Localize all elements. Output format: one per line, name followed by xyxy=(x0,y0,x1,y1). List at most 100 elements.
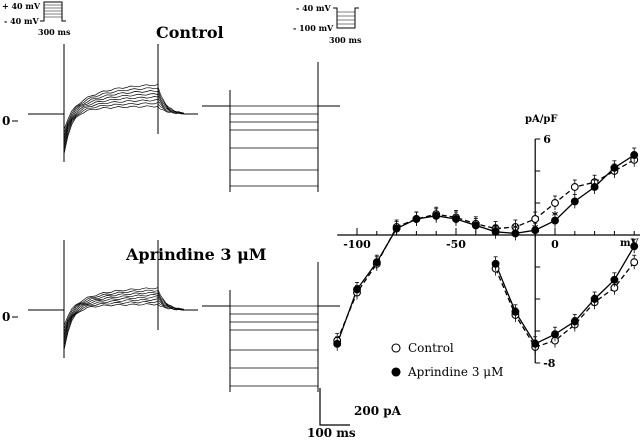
iv-legend-label: Control xyxy=(408,341,454,355)
current-trace xyxy=(63,291,159,333)
iv-point-aprindine xyxy=(511,307,520,316)
iv-point-aprindine xyxy=(570,317,579,326)
scale-bar-current: 200 pA xyxy=(354,404,402,418)
current-trace xyxy=(63,300,159,347)
iv-point-aprindine xyxy=(491,227,500,236)
current-trace xyxy=(63,289,159,330)
iv-series-lines xyxy=(336,154,635,348)
iv-point-aprindine xyxy=(353,285,361,294)
iv-series-line xyxy=(336,159,635,341)
current-trace xyxy=(63,303,159,351)
current-trace xyxy=(63,90,159,137)
tail-current-trace xyxy=(157,92,185,114)
iv-point-aprindine xyxy=(333,339,342,348)
aprindine-panel-title: Aprindine 3 μM xyxy=(125,245,267,264)
protocol-depol-outline xyxy=(40,1,66,22)
iv-y-tick-label: -8 xyxy=(543,357,556,370)
iv-point-aprindine xyxy=(551,216,559,225)
iv-point-control xyxy=(531,215,540,223)
iv-point-aprindine xyxy=(452,215,460,223)
iv-point-aprindine xyxy=(531,226,540,235)
iv-x-tick-label: -100 xyxy=(343,238,371,251)
protocol-depolarizing: + 40 mV - 40 mV 300 ms xyxy=(2,1,71,37)
iv-point-aprindine xyxy=(570,197,579,206)
current-trace xyxy=(63,287,159,326)
iv-point-aprindine xyxy=(590,295,599,303)
iv-series-line xyxy=(495,261,635,348)
iv-point-aprindine xyxy=(412,215,421,223)
protocol-hyper-top-label: - 40 mV xyxy=(296,3,331,13)
iv-point-aprindine xyxy=(551,330,559,339)
iv-point-aprindine xyxy=(630,242,639,251)
tail-current-trace xyxy=(157,86,185,114)
iv-x-tick-label: -50 xyxy=(446,238,466,251)
iv-x-tick-label: 0 xyxy=(551,238,559,251)
aprindine-hyperpolarizing-traces xyxy=(202,262,340,392)
iv-point-aprindine xyxy=(630,151,639,159)
iv-significance-asterisk: * xyxy=(492,222,499,236)
scale-bar-lines xyxy=(319,388,350,426)
iv-significance-asterisk: * xyxy=(552,209,559,223)
iv-point-control xyxy=(630,258,639,267)
current-trace xyxy=(63,93,159,141)
current-trace xyxy=(63,298,159,344)
tail-current-trace xyxy=(157,289,184,310)
protocol-hyper-duration: 300 ms xyxy=(329,35,362,45)
iv-significance-asterisk: * xyxy=(512,222,519,236)
iv-point-control xyxy=(570,183,579,191)
iv-legend-label: Aprindine 3 μM xyxy=(407,365,503,379)
iv-point-aprindine xyxy=(471,221,480,230)
current-trace xyxy=(63,294,159,337)
iv-point-aprindine xyxy=(531,339,540,348)
iv-series-points xyxy=(333,147,639,354)
protocol-depol-duration: 300 ms xyxy=(38,27,71,37)
iv-point-aprindine xyxy=(491,259,500,268)
iv-chart: -100 -50 0 6 -8 * * * * pA/pF mV ControlAprindi… xyxy=(333,114,640,379)
iv-point-aprindine xyxy=(372,258,381,267)
tail-current-trace xyxy=(157,293,185,311)
scale-bar-time: 100 ms xyxy=(307,426,356,439)
protocol-depol-top-label: + 40 mV xyxy=(2,1,41,11)
iv-legend-marker xyxy=(391,367,401,377)
current-trace xyxy=(63,105,159,155)
protocol-hyper-steps xyxy=(337,11,355,25)
control-zero-label: 0 xyxy=(2,114,10,128)
protocol-hyper-bottom-label: - 100 mV xyxy=(293,23,334,33)
scale-bar: 200 pA 100 ms xyxy=(307,388,402,440)
protocol-depol-bottom-label: - 40 mV xyxy=(4,16,39,26)
iv-significance-asterisk: * xyxy=(532,222,539,236)
protocol-depol-steps xyxy=(44,4,62,18)
aprindine-depolarizing-traces xyxy=(28,240,198,358)
tail-current-trace xyxy=(157,95,185,114)
iv-point-control xyxy=(551,199,559,207)
current-trace xyxy=(63,96,159,144)
protocol-hyperpolarizing: - 40 mV - 100 mV 300 ms xyxy=(293,3,362,45)
iv-asterisks: * * * * xyxy=(492,209,558,236)
iv-point-aprindine xyxy=(610,275,619,284)
iv-point-aprindine xyxy=(392,224,401,233)
iv-point-aprindine xyxy=(590,183,599,191)
iv-series-line xyxy=(494,245,635,345)
iv-point-aprindine xyxy=(610,163,619,172)
iv-legend-marker xyxy=(391,343,401,353)
control-hyperpolarizing-traces xyxy=(202,62,340,192)
iv-series-line xyxy=(336,154,635,345)
iv-point-aprindine xyxy=(432,211,441,220)
current-trace xyxy=(63,102,159,151)
control-depolarizing-traces xyxy=(28,44,198,162)
iv-point-aprindine xyxy=(511,229,520,238)
protocol-hyper-outline xyxy=(333,7,359,29)
iv-x-axis-label: mV xyxy=(620,238,639,249)
current-trace xyxy=(63,87,159,134)
control-panel-title: Control xyxy=(156,23,224,42)
current-trace xyxy=(63,99,159,148)
iv-y-axis-label: pA/pF xyxy=(525,114,558,125)
current-trace xyxy=(63,83,159,130)
tail-current-trace xyxy=(157,295,185,310)
iv-y-tick-label: 6 xyxy=(543,133,551,146)
current-trace xyxy=(63,296,159,340)
aprindine-zero-label: 0 xyxy=(2,310,10,324)
